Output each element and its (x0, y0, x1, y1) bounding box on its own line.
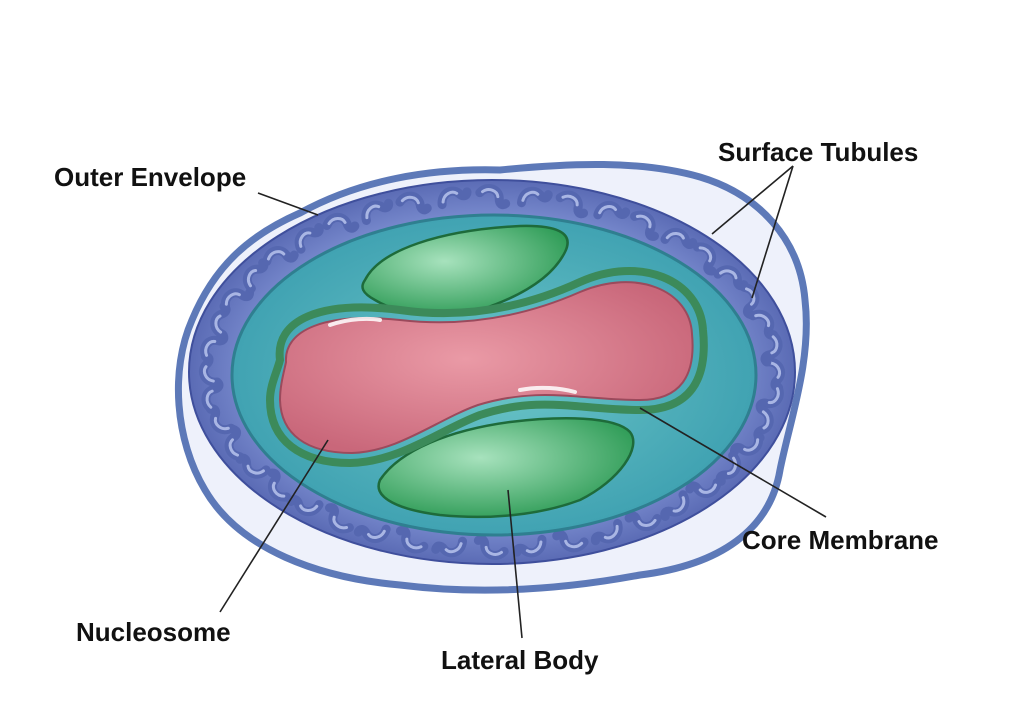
surface-tubule-highlight (743, 438, 760, 452)
lateral-body-lower (377, 417, 635, 519)
label-lateral-body: Lateral Body (441, 645, 599, 675)
label-core-membrane: Core Membrane (742, 525, 939, 555)
core-highlight (328, 316, 382, 327)
surface-tubule-highlight (213, 416, 230, 431)
surface-tubule-highlight (561, 194, 579, 207)
surface-tubule-highlight (400, 195, 420, 205)
surface-tubule-highlight (761, 410, 770, 430)
nucleosome-core (278, 281, 694, 455)
surface-tubule-highlight (299, 504, 319, 512)
leader-surface-tubules-1 (711, 165, 794, 235)
surface-tubule-highlight (744, 287, 756, 306)
surface-tubule-highlight (214, 314, 223, 334)
leader-outer-envelope (257, 192, 319, 216)
surface-tubule-highlight (719, 269, 738, 280)
surface-tubule-highlight (271, 481, 286, 498)
surface-tubule-highlight (202, 365, 215, 383)
label-outer-envelope: Outer Envelope (54, 162, 247, 192)
surface-tubule-highlight (769, 361, 782, 379)
surface-tubule-highlight (598, 205, 618, 215)
surface-tubules (199, 183, 785, 561)
surface-tubule-highlight (603, 524, 619, 540)
surface-tubule-highlight (635, 214, 652, 229)
surface-tubule-highlight (266, 250, 286, 261)
lateral-body-upper (361, 224, 569, 316)
surface-tubule-highlight (224, 292, 241, 306)
surface-tubule-highlight (481, 188, 500, 199)
surface-tubule-highlight (665, 232, 685, 240)
surface-tubule-highlight (444, 542, 463, 554)
core-highlight (518, 385, 577, 394)
surface-tubule-highlight (327, 217, 347, 226)
label-nucleosome: Nucleosome (76, 617, 231, 647)
surface-tubule-highlight (564, 539, 584, 549)
surface-tubule-highlight (405, 537, 423, 550)
surface-tubule-highlight (698, 246, 713, 263)
surface-tubule-highlight (441, 190, 459, 204)
surface-tubule-highlight (770, 335, 779, 355)
surface-tubule-highlight (228, 438, 240, 457)
leader-core-membrane (639, 407, 827, 518)
surface-tubule-highlight (525, 540, 543, 554)
surface-tubule-highlight (365, 204, 381, 220)
surface-tubule-highlight (521, 190, 540, 202)
surface-tubule-highlight (726, 456, 737, 476)
surface-tubule-highlight (698, 483, 718, 494)
surface-tubule-highlight (672, 496, 686, 513)
label-surface-tubules: Surface Tubules (718, 137, 919, 167)
leader-lateral-body (507, 489, 523, 639)
surface-tubule-highlight (204, 339, 217, 357)
surface-tubule-highlight (767, 387, 780, 405)
leader-nucleosome (219, 439, 329, 613)
surface-tubule-highlight (484, 545, 503, 556)
surface-tubule-highlight (366, 529, 386, 539)
leader-surface-tubules-2 (751, 165, 794, 299)
surface-tubule-highlight (298, 231, 312, 248)
surface-tubule-highlight (246, 464, 265, 475)
core-membrane (265, 266, 708, 468)
surface-tubule-highlight (754, 313, 771, 328)
surface-tubule-highlight (247, 268, 258, 288)
surface-tubule-highlight (205, 389, 214, 409)
surface-tubule-highlight (637, 518, 657, 527)
surface-tubule-highlight (332, 515, 349, 530)
